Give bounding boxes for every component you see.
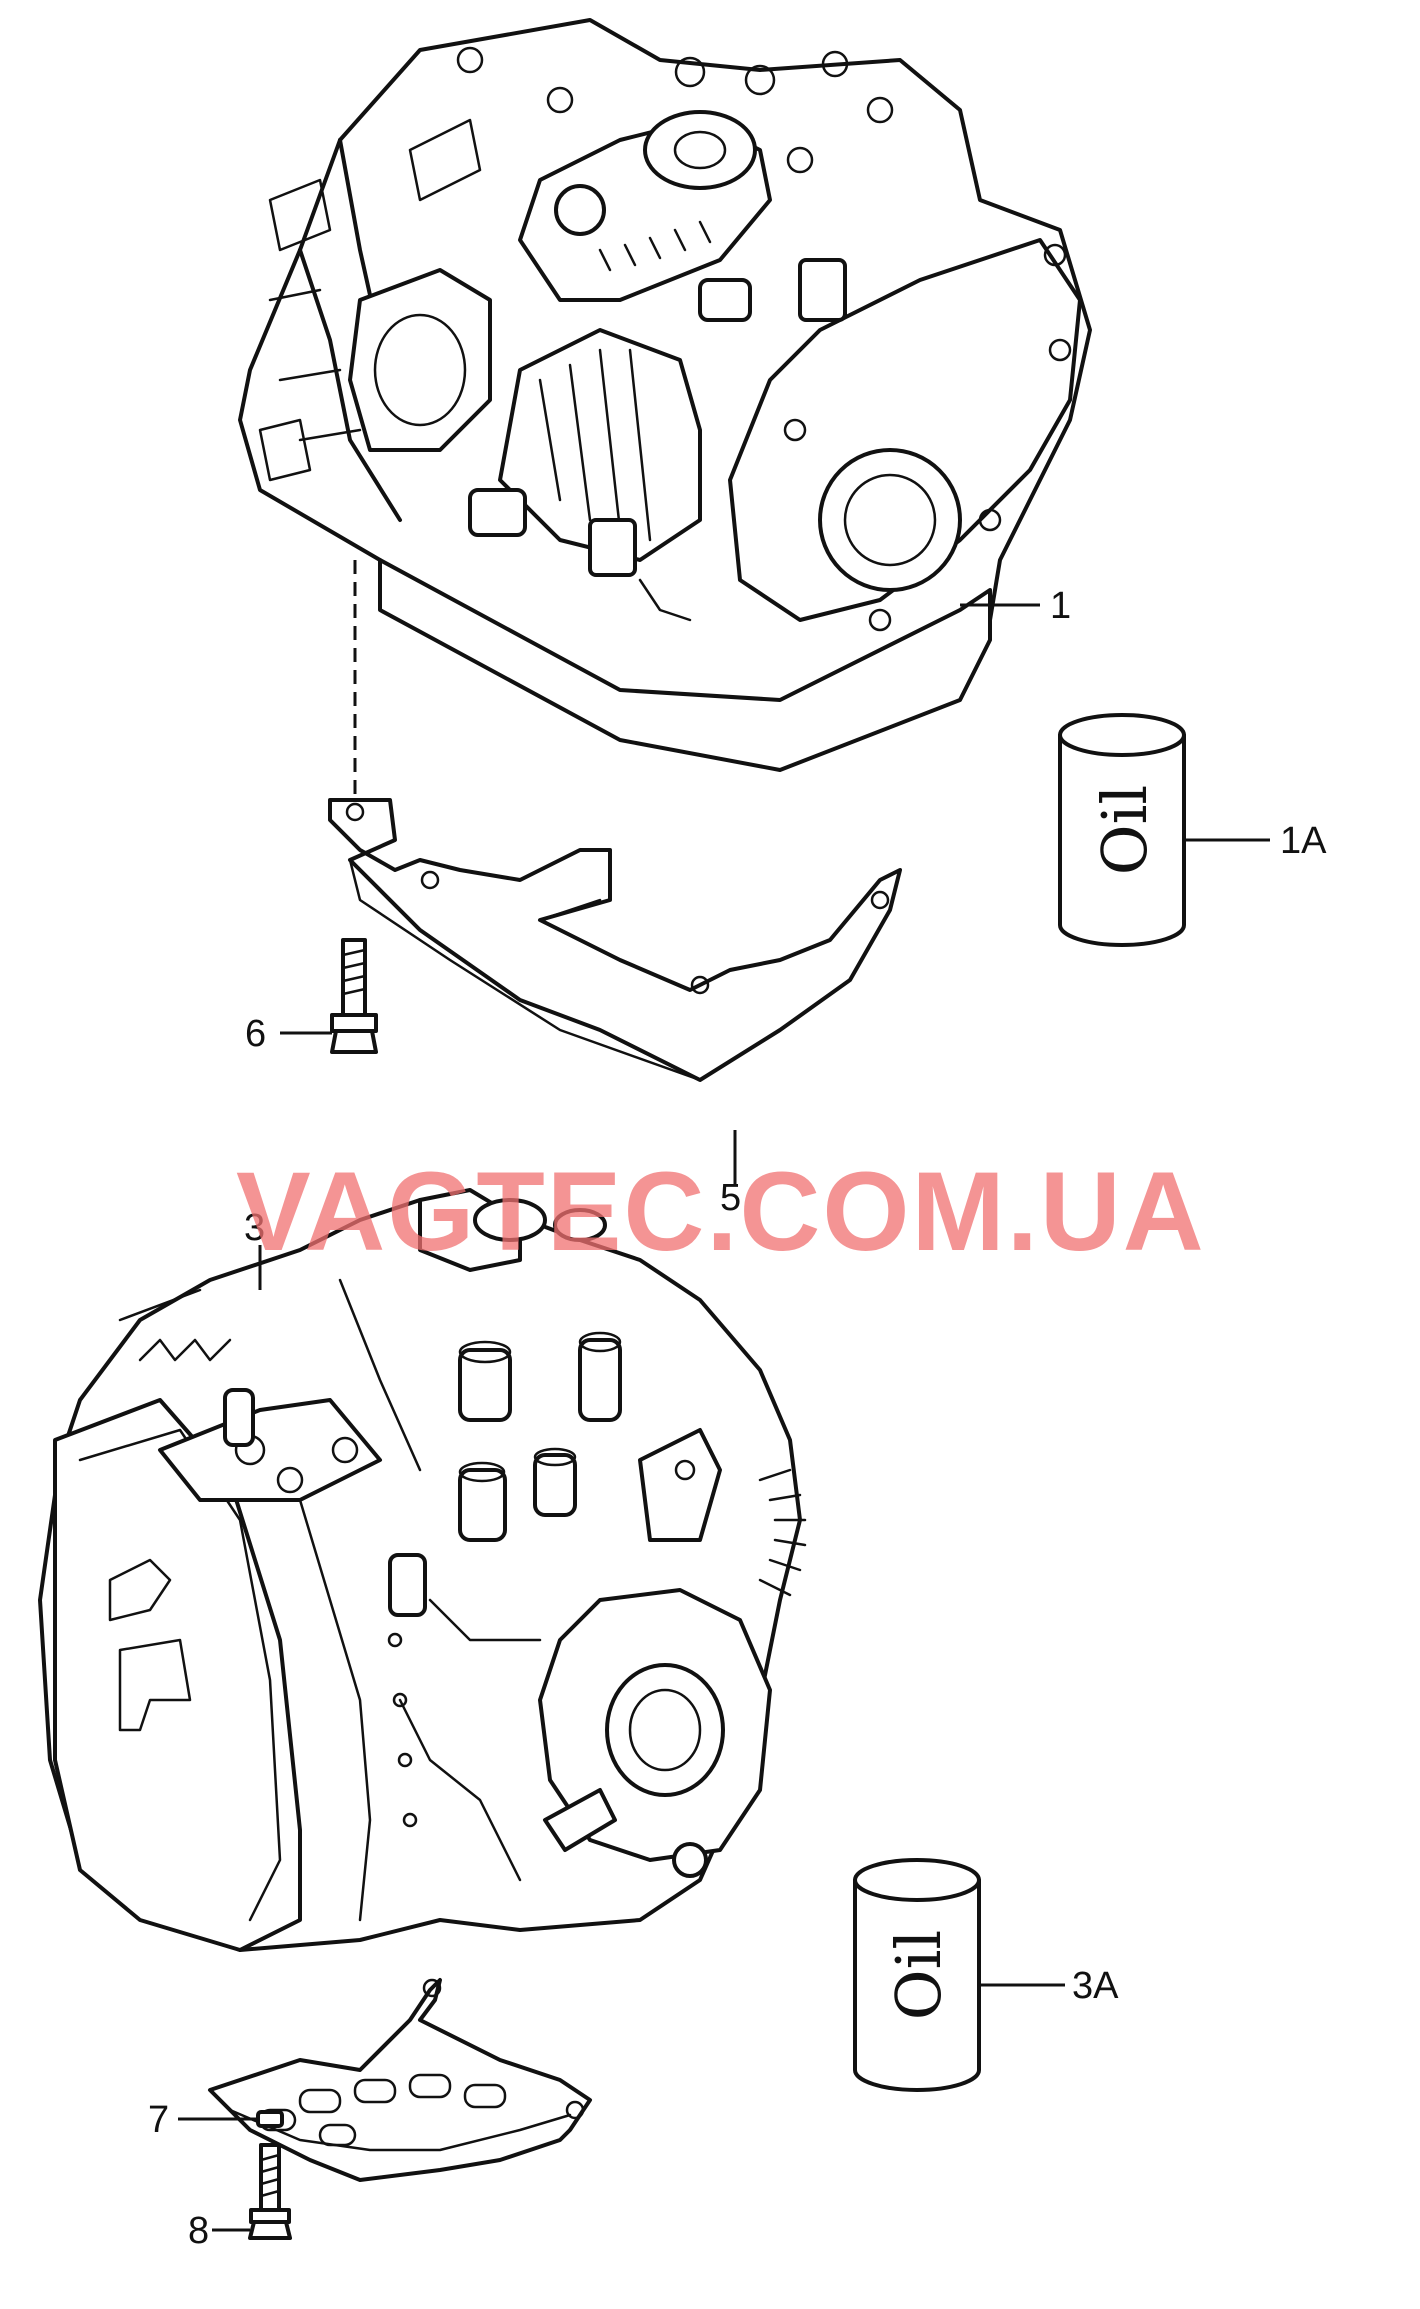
leader-lines bbox=[178, 603, 1270, 2232]
skid-plate-lower bbox=[208, 1978, 592, 2182]
callout-7: 7 bbox=[148, 2099, 169, 2141]
callout-5: 5 bbox=[720, 1177, 741, 1219]
transmission-lower bbox=[38, 1188, 807, 1952]
transmission-upper bbox=[238, 18, 1092, 772]
skid-plate-upper bbox=[328, 798, 902, 1082]
oil-can-3a: Oil bbox=[853, 1858, 981, 2092]
oil-can-3a-label: Oil bbox=[882, 1930, 955, 2021]
callout-1: 1 bbox=[1050, 585, 1071, 627]
nut-7 bbox=[256, 2110, 284, 2128]
oil-can-1a: Oil bbox=[1058, 713, 1186, 947]
bolt-6 bbox=[330, 938, 378, 1054]
callout-3a: 3A bbox=[1072, 1965, 1119, 2007]
callout-8: 8 bbox=[188, 2210, 209, 2252]
callout-6: 6 bbox=[245, 1013, 266, 1055]
callout-3: 3 bbox=[244, 1207, 265, 1249]
callout-1a: 1A bbox=[1280, 820, 1327, 862]
oil-can-1a-label: Oil bbox=[1088, 785, 1161, 876]
watermark: VAGTEC.COM.UA bbox=[236, 1149, 1206, 1274]
bolt-8 bbox=[248, 2143, 292, 2240]
